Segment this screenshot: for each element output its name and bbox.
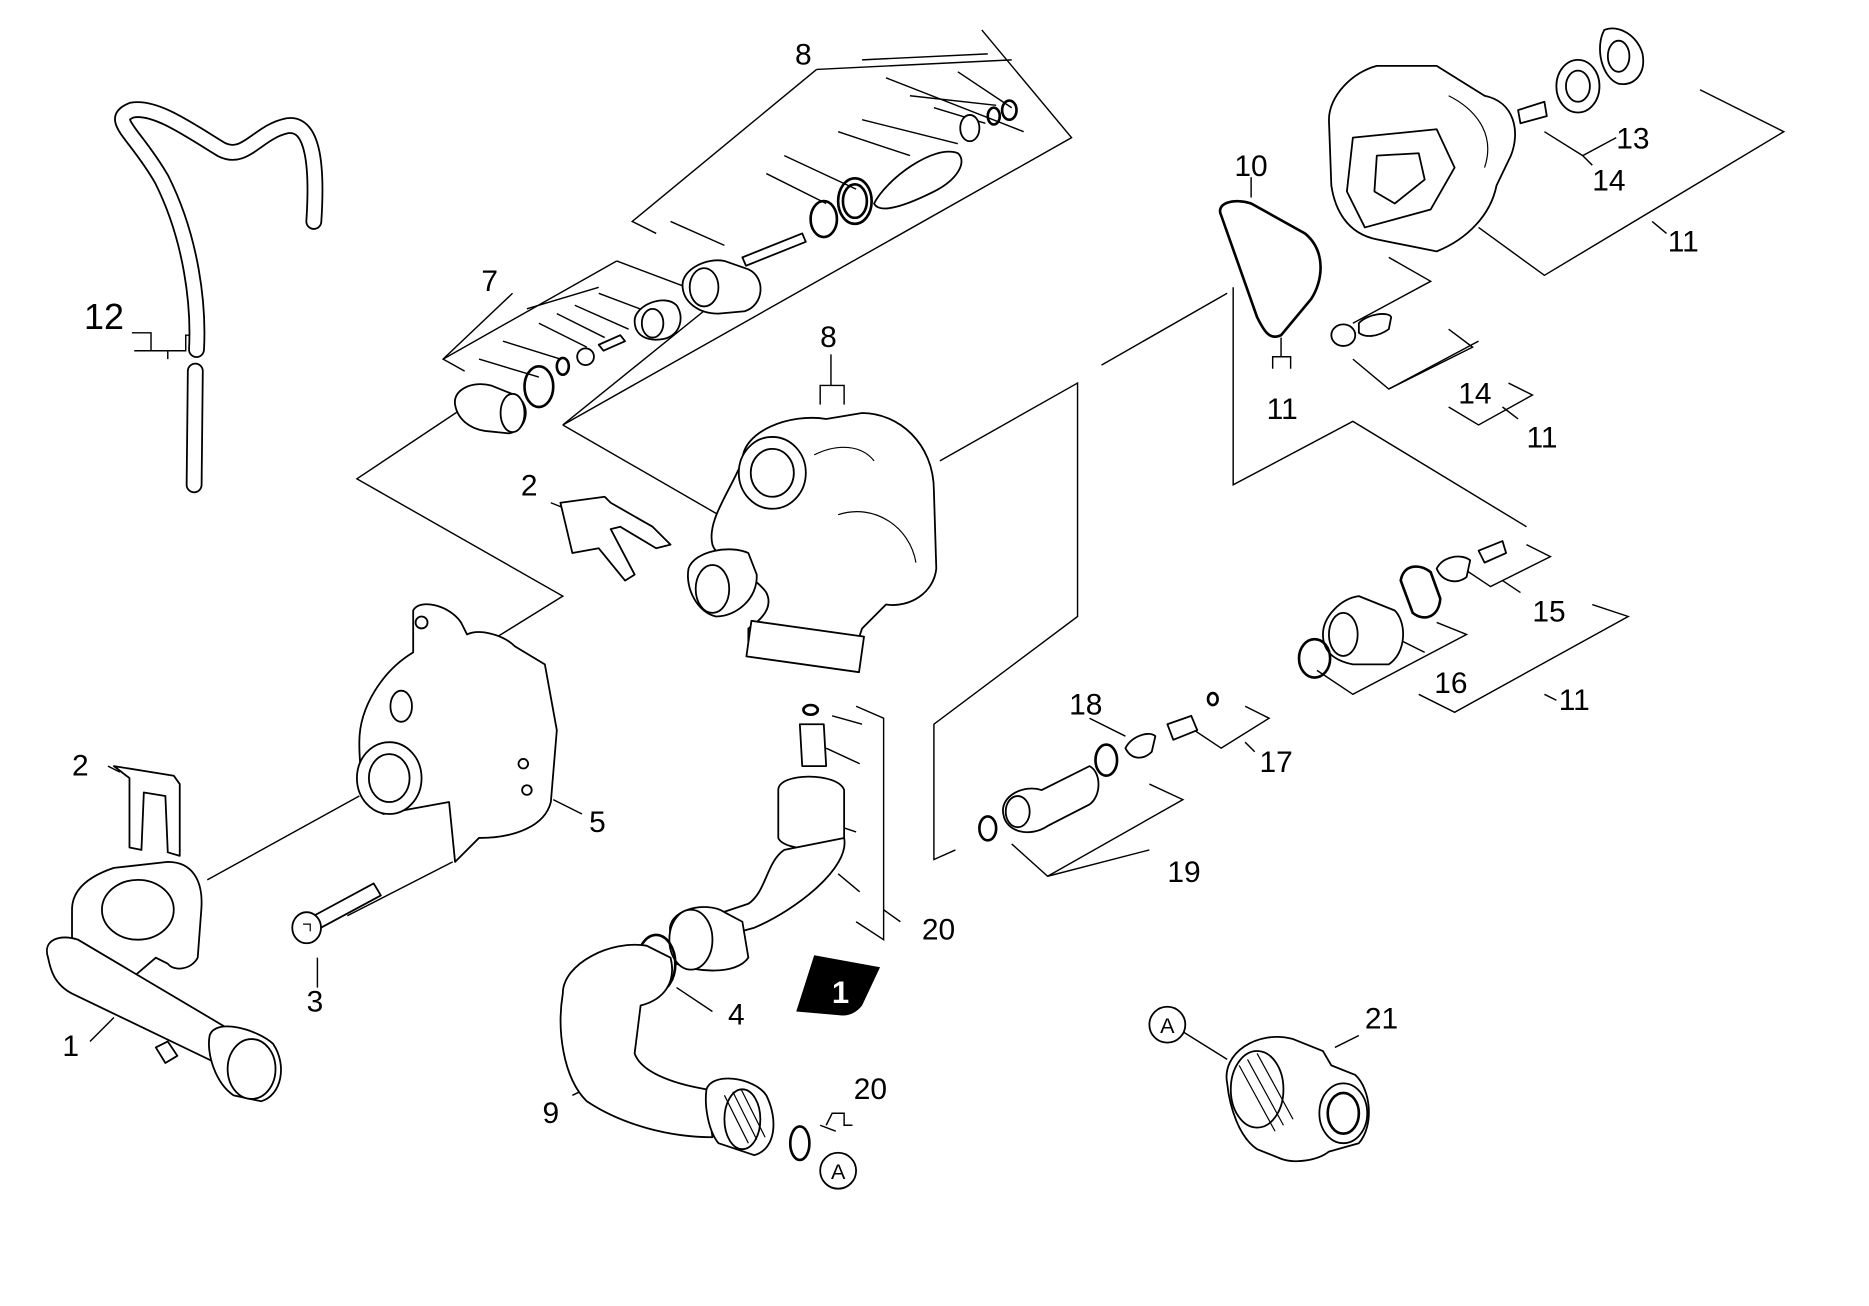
callout-4: 4 <box>728 999 745 1032</box>
callout-13: 13 <box>1616 122 1649 155</box>
valve-part-14-mid <box>1330 313 1393 347</box>
view-direction-arrow-icon: 1 <box>796 955 881 1016</box>
callout-19: 19 <box>1167 856 1200 889</box>
callout-10: 10 <box>1234 150 1267 183</box>
callout-3: 3 <box>307 986 324 1019</box>
callout-20-lower: 20 <box>854 1073 887 1106</box>
seal-part-13 <box>1555 27 1645 114</box>
clip-part-2-left <box>113 765 181 857</box>
callout-20-right: 20 <box>922 914 955 947</box>
callout-8-mid: 8 <box>820 321 837 354</box>
callout-2-left: 2 <box>72 750 89 783</box>
callout-14-mid: 14 <box>1458 377 1491 410</box>
valve-parts-17-18-19 <box>978 691 1219 842</box>
svg-text:A: A <box>831 1160 846 1184</box>
valve-parts-8 <box>681 99 1018 315</box>
pump-head-part <box>687 412 938 674</box>
valve-parts-7 <box>454 299 682 435</box>
cover-part-11 <box>1328 64 1516 253</box>
callout-12: 12 <box>84 296 124 337</box>
housing-part-5 <box>356 603 558 863</box>
callout-5: 5 <box>589 806 606 839</box>
gasket-part-10 <box>1218 199 1322 338</box>
coupling-part-21 <box>1225 1036 1370 1163</box>
callout-labels: 8 7 12 8 2 2 5 3 1 4 9 20 20 10 11 13 14… <box>62 39 1698 1130</box>
callout-18: 18 <box>1069 689 1102 722</box>
svg-text:1: 1 <box>832 975 849 1010</box>
elbow-part-20 <box>668 703 846 972</box>
valve-part-14-top <box>1517 100 1548 125</box>
svg-text:A: A <box>1160 1014 1175 1038</box>
callout-11-top-right: 11 <box>1668 225 1699 258</box>
connection-marker-a-2: A <box>819 1151 857 1190</box>
inlet-elbow-part-1 <box>46 860 282 1103</box>
callout-15: 15 <box>1532 595 1565 628</box>
clip-part-2-upper <box>559 495 672 582</box>
callout-1: 1 <box>62 1030 79 1063</box>
callout-9: 9 <box>542 1097 559 1130</box>
callout-2-upper: 2 <box>521 470 538 503</box>
callout-7: 7 <box>481 265 498 298</box>
callout-21: 21 <box>1365 1002 1398 1035</box>
callout-8-top: 8 <box>795 39 812 72</box>
valve-parts-15-16 <box>1297 540 1507 679</box>
hose-elbow-part-9 <box>559 943 811 1162</box>
callout-11-under-10: 11 <box>1267 393 1298 426</box>
callout-14-top: 14 <box>1592 164 1625 197</box>
callout-16: 16 <box>1434 667 1467 700</box>
screw-part-3 <box>291 882 382 945</box>
connection-marker-a-1: A <box>1148 1005 1187 1044</box>
callout-17: 17 <box>1260 746 1293 779</box>
hose-part-12 <box>114 101 324 494</box>
callout-11-mid: 11 <box>1526 422 1557 455</box>
callout-11-lower: 11 <box>1559 684 1590 717</box>
